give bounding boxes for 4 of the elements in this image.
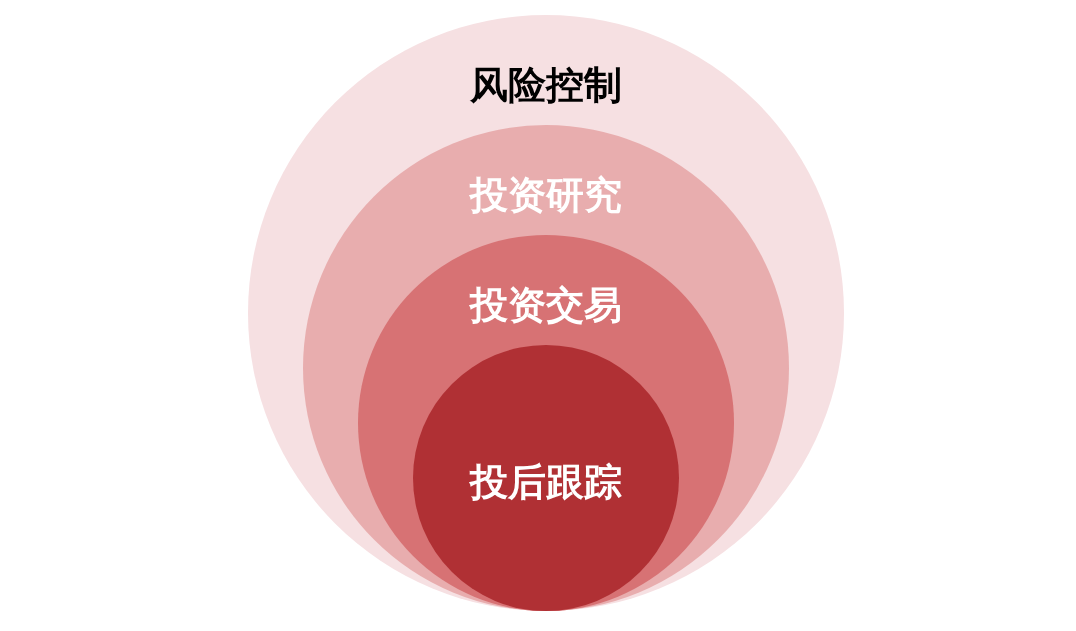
circle-label: 风险控制 <box>470 62 622 108</box>
circle-label: 投资研究 <box>470 172 622 218</box>
circle-label: 投资交易 <box>470 282 622 328</box>
circle-label: 投后跟踪 <box>470 459 622 505</box>
